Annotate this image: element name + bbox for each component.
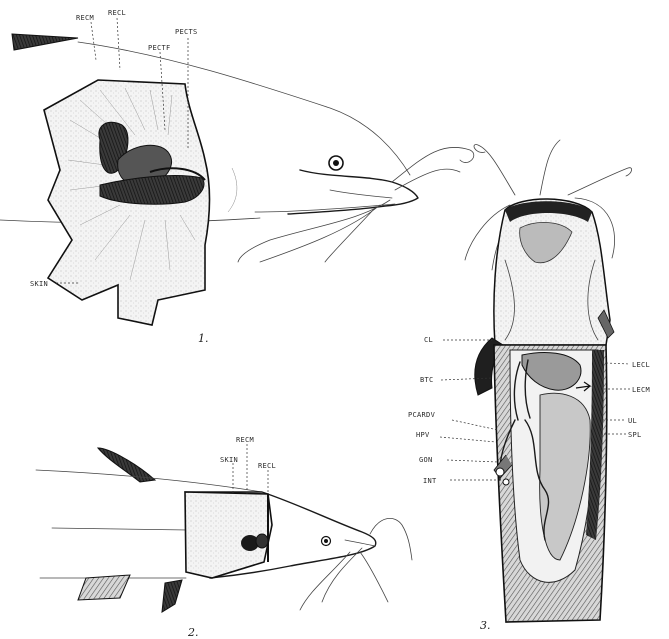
figure-1: RECM RECL PECTF PECTS SKIN 1. bbox=[0, 9, 474, 345]
fig2-barbel-4 bbox=[360, 552, 388, 602]
figure-3: CL BTC PCARDV HPV GON INT LECL LECM UL S… bbox=[408, 140, 650, 632]
label-recl-fig2: RECL bbox=[258, 462, 276, 470]
pelvic-fin bbox=[162, 580, 182, 612]
label-recm-fig2: RECM bbox=[236, 436, 254, 444]
label-pects: PECTS bbox=[175, 28, 198, 36]
figure-number-3: 3. bbox=[480, 619, 491, 632]
figure-number-1: 1. bbox=[198, 332, 209, 345]
fig3-barbel-3 bbox=[568, 168, 632, 195]
barbel-3 bbox=[238, 200, 390, 262]
fig3-barbel-2 bbox=[540, 140, 560, 195]
fish2-mouth bbox=[345, 540, 375, 546]
figure-number-2: 2. bbox=[187, 626, 199, 639]
label-skin-fig1: SKIN bbox=[30, 280, 48, 288]
label-lecm: LECM bbox=[632, 386, 650, 394]
barbel-1 bbox=[392, 147, 474, 182]
fish-mouth bbox=[330, 190, 392, 198]
barbel-5 bbox=[325, 208, 375, 262]
anal-fin bbox=[78, 575, 130, 600]
opercle-outline bbox=[228, 168, 237, 212]
barbel-4 bbox=[260, 205, 380, 262]
label-recm-fig1: RECM bbox=[76, 14, 94, 22]
figure-2: RECM SKIN RECL 2. bbox=[36, 436, 412, 639]
fish2-body-mid bbox=[52, 528, 188, 530]
dorsal-fin-stub bbox=[12, 34, 78, 50]
label-pcardv: PCARDV bbox=[408, 411, 436, 419]
label-gon: GON bbox=[419, 456, 433, 464]
fig3-barbel-1 bbox=[474, 145, 515, 195]
label-cl: CL bbox=[424, 336, 433, 344]
eye-icon bbox=[322, 537, 331, 546]
label-recl-fig1: RECL bbox=[108, 9, 126, 17]
fig2-barbel-1 bbox=[370, 518, 412, 560]
label-spl: SPL bbox=[628, 431, 642, 439]
dorsal-fin bbox=[98, 448, 155, 482]
label-lecl: LECL bbox=[632, 361, 650, 369]
label-ul: UL bbox=[628, 417, 637, 425]
eye-icon bbox=[329, 156, 343, 170]
label-skin-fig2: SKIN bbox=[220, 456, 238, 464]
label-pectf: PECTF bbox=[148, 44, 171, 52]
label-hpv: HPV bbox=[416, 431, 430, 439]
label-int: INT bbox=[423, 477, 437, 485]
fig2-barbel-3 bbox=[300, 552, 350, 610]
label-btc: BTC bbox=[420, 376, 434, 384]
